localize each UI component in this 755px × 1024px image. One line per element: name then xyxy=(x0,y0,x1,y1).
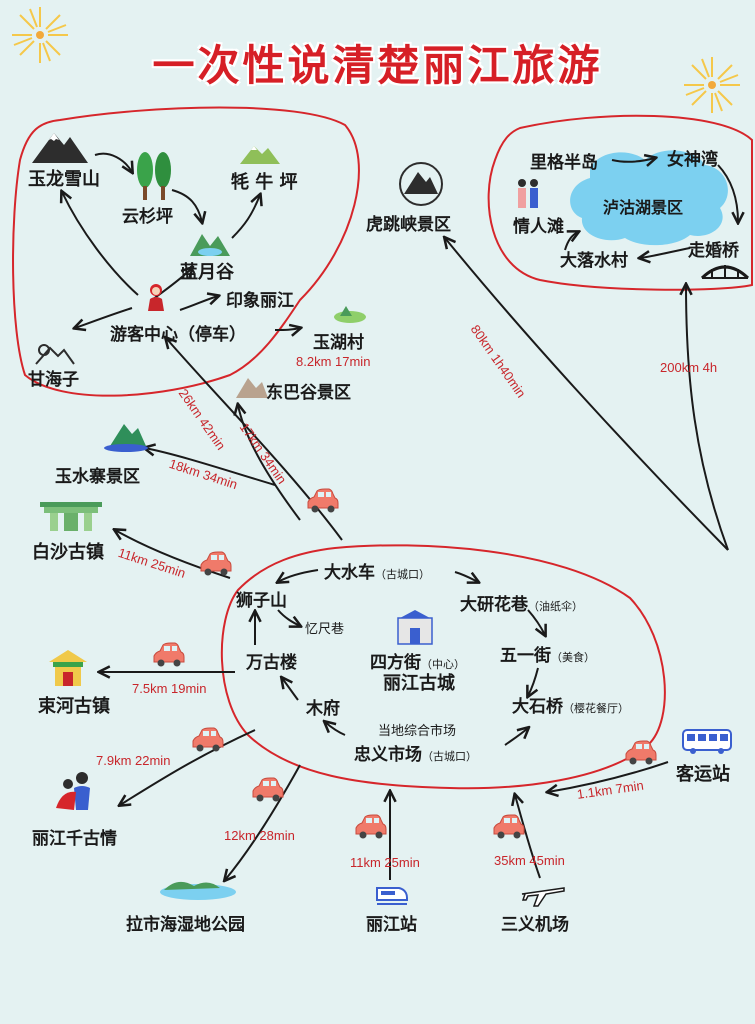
village-icon xyxy=(334,306,366,323)
place-bus-station: 客运站 xyxy=(676,764,730,785)
place-zhongyi-market: 忠义市场（古城口） xyxy=(354,745,477,765)
place-goddess-bay: 女神湾 xyxy=(667,150,718,170)
mountain-icon xyxy=(32,133,88,163)
oldtown-zone-outline xyxy=(220,544,666,790)
distance-airport: 35km 45min xyxy=(494,853,565,868)
car-icon xyxy=(153,642,185,667)
pavilion-icon xyxy=(49,650,87,686)
yulong-zone-outline xyxy=(12,106,360,397)
place-lanyue-valley: 蓝月谷 xyxy=(180,262,234,283)
valley-icon xyxy=(190,234,230,256)
place-tiger-leaping-gorge: 虎跳峡景区 xyxy=(366,215,451,235)
place-lijiang-station: 丽江站 xyxy=(366,915,417,935)
place-mufu: 木府 xyxy=(306,699,340,719)
wetland-icon xyxy=(160,881,236,900)
place-lijiang-old-town: 丽江古城 xyxy=(383,673,455,694)
airplane-icon xyxy=(521,887,565,907)
valley-icon xyxy=(236,378,268,398)
train-icon xyxy=(376,887,408,905)
place-lion-hill: 狮子山 xyxy=(236,591,287,611)
place-lashi-wetland: 拉市海湿地公园 xyxy=(126,915,245,935)
place-yichi-lane: 忆尺巷 xyxy=(305,622,345,637)
place-shuhe-town: 束河古镇 xyxy=(38,696,110,717)
place-dashi-bridge: 大石桥（樱花餐厅） xyxy=(512,697,629,717)
bus-icon xyxy=(682,729,732,754)
distance-lugu: 200km 4h xyxy=(660,360,718,375)
car-icon xyxy=(355,814,387,839)
gate-icon xyxy=(397,610,433,645)
tree-icon xyxy=(137,152,171,200)
person-icon xyxy=(148,284,164,311)
ticket-icon xyxy=(104,424,148,452)
distance-station: 11km 25min xyxy=(350,855,420,870)
place-lige-peninsula: 里格半岛 xyxy=(530,153,598,173)
distance-yuhu: 8.2km 17min xyxy=(296,354,371,369)
car-icon xyxy=(192,727,224,752)
place-sifang-street: 四方街（中心） xyxy=(370,653,465,673)
distance-shuhe: 7.5km 19min xyxy=(132,681,207,696)
mountain-icon xyxy=(399,162,443,206)
place-yuhu-village: 玉湖村 xyxy=(313,333,364,353)
place-lugu-lake: 泸沽湖景区 xyxy=(603,198,684,217)
couple-icon xyxy=(56,772,90,810)
place-ganhaizi: 甘海子 xyxy=(28,370,79,390)
car-icon xyxy=(625,740,657,765)
place-visitor-center: 游客中心（停车） xyxy=(110,325,246,345)
place-lijiang-qiangu-show: 丽江千古情 xyxy=(32,829,117,849)
place-dayan-lane: 大研花巷（油纸伞） xyxy=(460,595,583,615)
bridge-icon xyxy=(700,265,750,280)
couple-icon xyxy=(518,179,538,208)
place-lovers-beach: 情人滩 xyxy=(513,217,564,237)
place-dongba-valley: 东巴谷景区 xyxy=(266,383,351,403)
place-yushuizhai: 玉水寨景区 xyxy=(55,467,140,487)
meadow-icon xyxy=(240,146,280,164)
sun-mountain-icon xyxy=(35,344,75,365)
place-zouhun-bridge: 走婚桥 xyxy=(688,241,739,261)
place-wangu-tower: 万古楼 xyxy=(246,653,297,673)
page-title: 一次性说清楚丽江旅游 xyxy=(152,41,603,90)
place-yulong-snow-mountain: 玉龙雪山 xyxy=(28,169,100,190)
place-baisha-town: 白沙古镇 xyxy=(32,542,104,563)
car-icon xyxy=(252,777,284,802)
car-icon xyxy=(493,814,525,839)
cloud-lake-icon xyxy=(570,150,728,246)
car-icon xyxy=(200,551,232,576)
place-local-market: 当地综合市场 xyxy=(378,724,457,739)
distance-qiangu: 7.9km 22min xyxy=(96,753,171,768)
lugu-zone-outline xyxy=(487,114,753,291)
place-maoniu-meadow: 牦 牛 坪 xyxy=(231,172,298,193)
place-daluoshui-village: 大落水村 xyxy=(560,251,628,271)
distance-lashi: 12km 28min xyxy=(224,828,295,843)
place-sanyi-airport: 三义机场 xyxy=(501,915,569,935)
place-dashuiche: 大水车（古城口） xyxy=(324,563,430,583)
place-impression-lijiang: 印象丽江 xyxy=(226,291,294,311)
car-icon xyxy=(307,488,339,513)
place-yunshan-meadow: 云杉坪 xyxy=(122,207,173,227)
place-wuyi-street: 五一街（美食） xyxy=(500,646,595,666)
gate-icon xyxy=(40,502,102,531)
